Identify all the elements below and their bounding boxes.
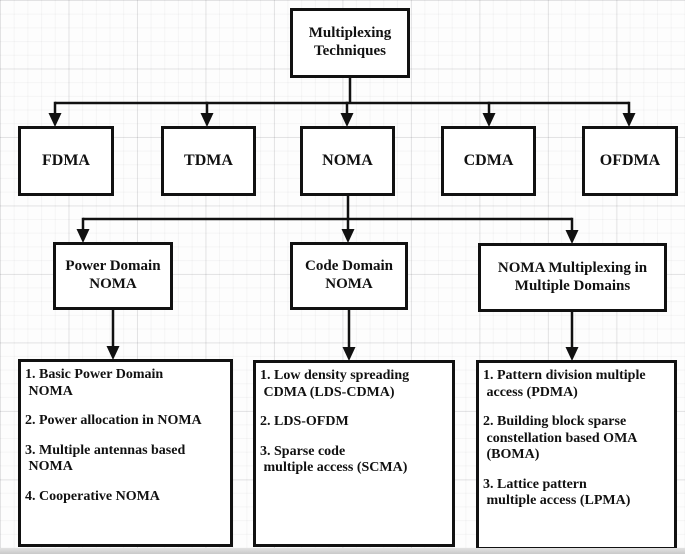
list-item: 2. Power allocation in NOMA (25, 413, 202, 429)
node-label: NOMA (322, 151, 373, 169)
list-item: 2. Building block sparse constellation b… (483, 414, 638, 463)
node-noma: NOMA (300, 126, 395, 196)
list-item: 3. Sparse code multiple access (SCMA) (260, 443, 408, 476)
list-code-domain-noma: 1. Low density spreading CDMA (LDS-CDMA)… (253, 360, 455, 547)
list-item: 4. Cooperative NOMA (25, 488, 160, 504)
node-label: Multiplexing Techniques (308, 25, 392, 59)
node-code-domain-noma: Code Domain NOMA (290, 242, 408, 310)
list-item: 3. Lattice pattern multiple access (LPMA… (483, 476, 631, 509)
node-label: FDMA (42, 151, 90, 169)
arrowheads (48, 113, 636, 361)
list-noma-multiplexing-multiple-domains: 1. Pattern division multiple access (PDM… (476, 360, 677, 550)
node-label: CDMA (463, 151, 514, 169)
node-label: OFDMA (599, 151, 661, 169)
node-label: TDMA (184, 151, 233, 169)
node-label: Power Domain NOMA (65, 258, 161, 292)
node-label: NOMA Multiplexing in Multiple Domains (497, 259, 648, 294)
node-noma-multiplexing-multiple-domains: NOMA Multiplexing in Multiple Domains (478, 243, 667, 312)
list-item: 1. Pattern division multiple access (PDM… (483, 368, 646, 400)
node-fdma: FDMA (18, 126, 114, 196)
list-item: 3. Multiple antennas based NOMA (25, 442, 186, 475)
node-power-domain-noma: Power Domain NOMA (53, 242, 173, 310)
list-power-domain-noma: 1. Basic Power Domain NOMA 2. Power allo… (18, 359, 233, 547)
node-label: Code Domain NOMA (305, 258, 393, 292)
list-item: 2. LDS-OFDM (260, 414, 349, 430)
page-bottom-edge (0, 548, 685, 554)
list-item: 1. Basic Power Domain NOMA (25, 367, 164, 399)
node-ofdma: OFDMA (582, 126, 678, 196)
node-tdma: TDMA (161, 126, 256, 196)
node-cdma: CDMA (441, 126, 536, 196)
node-multiplexing-techniques: Multiplexing Techniques (290, 8, 410, 78)
list-item: 1. Low density spreading CDMA (LDS-CDMA) (260, 368, 410, 400)
